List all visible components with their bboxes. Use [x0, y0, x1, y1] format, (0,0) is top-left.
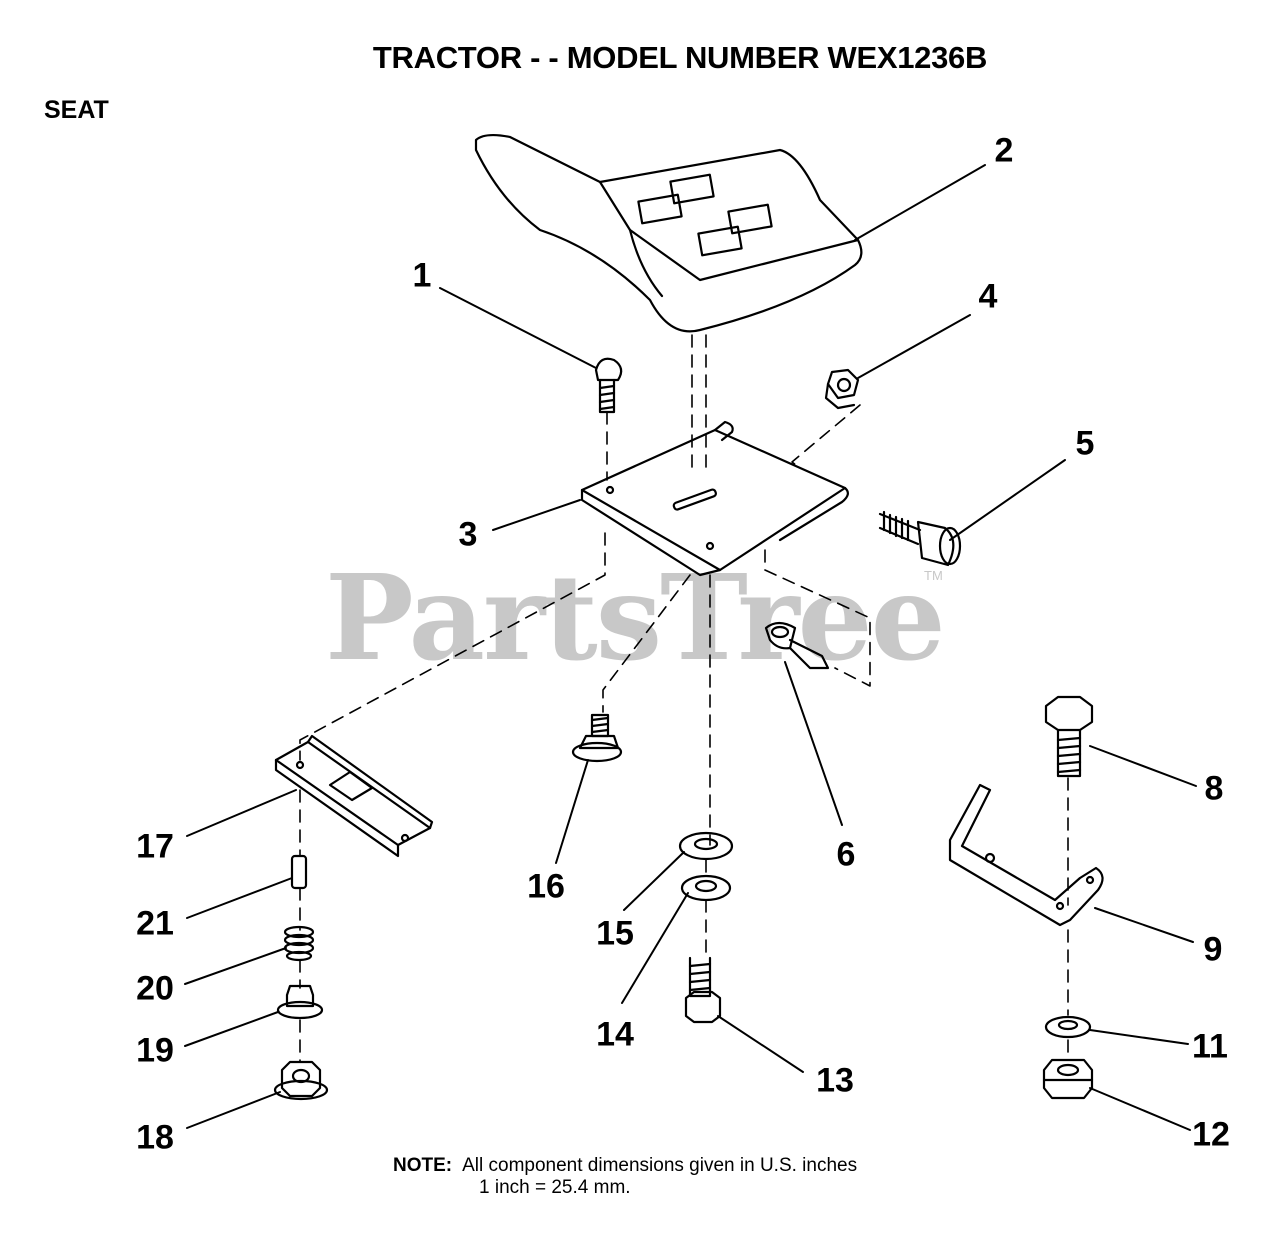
knob-part	[276, 984, 324, 1020]
callout-3: 3	[458, 515, 478, 554]
seat-part	[474, 133, 863, 333]
flat-washer-part	[678, 831, 734, 861]
section-title: SEAT	[44, 96, 109, 124]
note-line-1: All component dimensions given in U.S. i…	[462, 1155, 858, 1176]
callout-19: 19	[136, 1031, 174, 1070]
callout-16: 16	[527, 867, 565, 906]
callout-15: 15	[596, 914, 634, 953]
lock-washer-part	[680, 874, 732, 902]
hex-bolt-part	[1044, 695, 1094, 778]
callout-17: 17	[136, 827, 174, 866]
callout-13: 13	[816, 1061, 854, 1100]
carriage-bolt-part	[594, 357, 623, 414]
callout-18: 18	[136, 1118, 174, 1157]
page-title: TRACTOR - - MODEL NUMBER WEX1236B	[372, 40, 988, 75]
watermark-logo: PartsTree	[325, 548, 946, 687]
lock-nut-part	[1042, 1058, 1094, 1100]
callout-9: 9	[1203, 930, 1223, 969]
slide-plate-part	[274, 734, 434, 858]
washer-part	[1044, 1015, 1092, 1039]
flange-bolt-part	[571, 713, 623, 763]
callout-14: 14	[596, 1015, 634, 1054]
clip-part	[764, 621, 830, 670]
spring-part	[283, 925, 315, 962]
note-line-2: 1 inch = 25.4 mm.	[479, 1177, 631, 1198]
callout-6: 6	[836, 835, 856, 874]
shoulder-bolt-part	[878, 510, 962, 567]
leader-lines	[184, 164, 1197, 1131]
hex-nut-part	[824, 368, 860, 410]
callout-12: 12	[1192, 1115, 1230, 1154]
pin-part	[290, 854, 308, 890]
callout-2: 2	[994, 131, 1014, 170]
bolt-13-part	[684, 956, 722, 1024]
flange-nut-part	[273, 1060, 329, 1101]
seat-pan-part	[580, 420, 849, 577]
callout-4: 4	[978, 277, 998, 316]
note-label: NOTE:	[393, 1155, 453, 1176]
callout-20: 20	[136, 969, 174, 1008]
note-block: NOTE: All component dimensions given in U…	[393, 1155, 857, 1199]
callout-21: 21	[136, 904, 174, 943]
callout-1: 1	[412, 256, 432, 295]
bracket-part	[948, 783, 1104, 927]
watermark-trademark: TM	[924, 568, 943, 583]
assembly-lines	[299, 334, 1069, 1063]
callout-11: 11	[1192, 1027, 1228, 1066]
callout-5: 5	[1075, 424, 1095, 463]
callout-8: 8	[1204, 769, 1224, 808]
